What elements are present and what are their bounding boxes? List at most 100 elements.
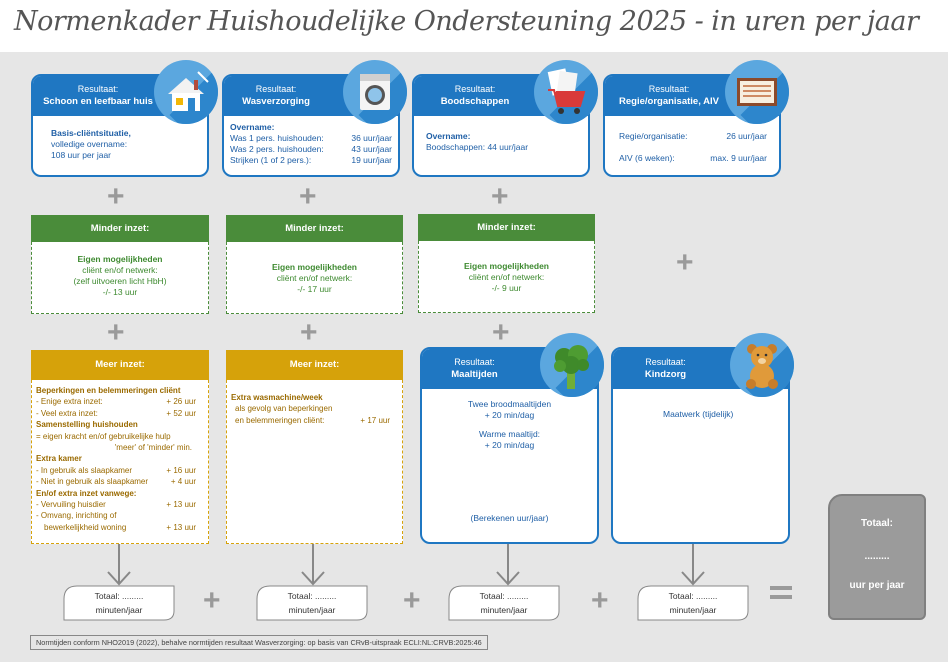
minder-line: Eigen mogelijkheden <box>463 261 550 271</box>
washing-machine-icon <box>343 60 407 124</box>
meer-row: - Vervuiling huisdier+ 13 uur <box>36 500 196 510</box>
result-body: Regie/organisatie:26 uur/jaar AIV (6 wek… <box>619 131 767 164</box>
total-unit: minuten/jaar <box>669 605 717 615</box>
result-label: Resultaat: <box>645 357 686 367</box>
minder-inzet-box-2: Minder inzet: Eigen mogelijkheden cliënt… <box>226 215 403 314</box>
total-label: Totaal: ......... <box>479 591 529 601</box>
meer-inzet-header: Meer inzet: <box>31 350 209 380</box>
meer-heading: Extra kamer <box>36 454 82 464</box>
meer-row: en belemmeringen cliënt:+ 17 uur <box>235 415 390 425</box>
result-heading: Overname: <box>426 131 471 141</box>
result-row: Strijken (1 of 2 pers.):19 uur/jaar <box>230 155 392 165</box>
meer-inzet-header: Meer inzet: <box>226 350 403 380</box>
total-unit: minuten/jaar <box>288 605 336 615</box>
minder-line: Eigen mogelijkheden <box>271 262 358 272</box>
result-body: Overname: Was 1 pers. huishouden:36 uur/… <box>230 122 392 166</box>
final-total-placeholder: ......... <box>864 551 890 562</box>
meer-line: - Omvang, inrichting of <box>36 511 117 521</box>
result-label: Resultaat: <box>454 84 496 94</box>
plus-sign: + <box>203 584 221 617</box>
meer-row: - Niet in gebruik als slaapkamer+ 4 uur <box>36 477 196 487</box>
minder-line: -/- 13 uur <box>102 287 138 297</box>
footnote: Normtijden conform NHO2019 (2022), behal… <box>30 635 488 650</box>
result-line: + 20 min/dag <box>484 410 535 420</box>
meer-heading: Beperkingen en belemmeringen cliënt <box>36 386 181 395</box>
plus-sign: + <box>107 316 125 349</box>
minder-line: Eigen mogelijkheden <box>77 254 163 264</box>
result-title: Kindzorg <box>644 369 687 380</box>
result-line: Maatwerk (tijdelijk) <box>663 409 734 419</box>
broccoli-icon <box>540 333 604 397</box>
result-body: Maatwerk (tijdelijk) <box>663 409 733 420</box>
total-box: Totaal: .........minuten/jaar <box>448 585 560 621</box>
result-label: Resultaat: <box>77 84 119 94</box>
down-arrow-icon <box>107 544 131 586</box>
result-line: Basis-cliëntsituatie, <box>51 128 131 138</box>
result-row: Regie/organisatie:26 uur/jaar <box>619 131 767 141</box>
meer-inzet-body: Beperkingen en belemmeringen cliënt - En… <box>31 380 209 544</box>
equals-sign <box>770 586 792 604</box>
meer-row: bewerkelijkheid woning+ 13 uur <box>44 522 196 532</box>
calendar-icon <box>725 60 789 124</box>
meer-inzet-body: Extra wasmachine/week als gevolg van bep… <box>226 380 403 544</box>
minder-inzet-body: Eigen mogelijkheden cliënt en/of netwerk… <box>226 242 403 314</box>
plus-sign: + <box>491 180 509 213</box>
result-row: Was 1 pers. huishouden:36 uur/jaar <box>230 133 392 143</box>
meer-heading: En/of extra inzet vanwege: <box>36 488 137 498</box>
plus-sign: + <box>676 246 694 279</box>
plus-sign: + <box>403 584 421 617</box>
result-title: Wasverzorging <box>242 96 310 107</box>
minder-line: cliënt en/of netwerk: <box>468 272 545 282</box>
result-label: Resultaat: <box>454 357 495 367</box>
result-title: Schoon en leefbaar huis <box>43 96 153 107</box>
minder-inzet-box-1: Minder inzet: Eigen mogelijkheden cliënt… <box>31 215 209 314</box>
down-arrow-icon <box>681 544 705 586</box>
result-heading: Overname: <box>230 122 275 132</box>
teddy-bear-icon <box>730 333 794 397</box>
result-line: Warme maaltijd: <box>478 429 541 439</box>
result-line: volledige overname: <box>51 139 128 149</box>
result-title: Maaltijden <box>451 369 498 380</box>
total-unit: minuten/jaar <box>95 605 143 615</box>
minder-inzet-body: Eigen mogelijkheden cliënt en/of netwerk… <box>31 242 209 314</box>
minder-line: cliënt en/of netwerk: <box>276 273 353 283</box>
down-arrow-icon <box>301 544 325 586</box>
result-row: Was 2 pers. huishouden:43 uur/jaar <box>230 144 392 154</box>
result-body: Overname: Boodschappen: 44 uur/jaar <box>426 131 580 153</box>
meer-row: - In gebruik als slaapkamer+ 16 uur <box>36 465 196 475</box>
total-box: Totaal: .........minuten/jaar <box>637 585 749 621</box>
meer-row: - Enige extra inzet:+ 26 uur <box>36 397 196 407</box>
minder-line: (zelf uitvoeren licht HbH) <box>73 276 167 286</box>
minder-inzet-header: Minder inzet: <box>31 215 209 242</box>
result-body: Twee broodmaaltijden + 20 min/dag Warme … <box>430 399 589 451</box>
meer-heading: Samenstelling huishouden <box>36 420 138 430</box>
title-bar: Normenkader Huishoudelijke Ondersteuning… <box>0 0 948 52</box>
plus-sign: + <box>492 316 510 349</box>
plus-sign: + <box>591 584 609 617</box>
result-label: Resultaat: <box>255 84 297 94</box>
plus-sign: + <box>299 180 317 213</box>
result-body: Basis-cliëntsituatie, volledige overname… <box>51 128 199 161</box>
final-total-unit: uur per jaar <box>849 580 905 591</box>
minder-line: cliënt en/of netwerk: <box>82 265 158 275</box>
total-label: Totaal: ......... <box>94 591 144 601</box>
meer-inzet-box-1: Meer inzet: Beperkingen en belemmeringen… <box>31 350 209 544</box>
minder-inzet-header: Minder inzet: <box>418 214 595 241</box>
result-row: AIV (6 weken):max. 9 uur/jaar <box>619 153 767 163</box>
final-total-label: Totaal: <box>860 518 894 529</box>
page-title: Normenkader Huishoudelijke Ondersteuning… <box>14 6 919 37</box>
result-title: Regie/organisatie, AIV <box>619 96 719 107</box>
minder-line: -/- 9 uur <box>491 283 522 293</box>
minder-line: -/- 17 uur <box>297 284 332 294</box>
total-label: Totaal: ......... <box>287 591 337 601</box>
minder-inzet-box-3: Minder inzet: Eigen mogelijkheden cliënt… <box>418 214 595 313</box>
total-box: Totaal: ......... minuten/jaar <box>256 585 368 621</box>
total-box: Totaal: ......... minuten/jaar <box>63 585 175 621</box>
meer-line: als gevolg van beperkingen <box>235 404 333 414</box>
meer-line: = eigen kracht en/of gebruikelijke hulp <box>36 431 171 441</box>
minder-inzet-body: Eigen mogelijkheden cliënt en/of netwerk… <box>418 241 595 313</box>
result-line: Boodschappen: 44 uur/jaar <box>426 142 529 152</box>
plus-sign: + <box>107 180 125 213</box>
result-line: Twee broodmaaltijden <box>467 399 552 409</box>
meer-inzet-box-2: Meer inzet: Extra wasmachine/week als ge… <box>226 350 403 544</box>
